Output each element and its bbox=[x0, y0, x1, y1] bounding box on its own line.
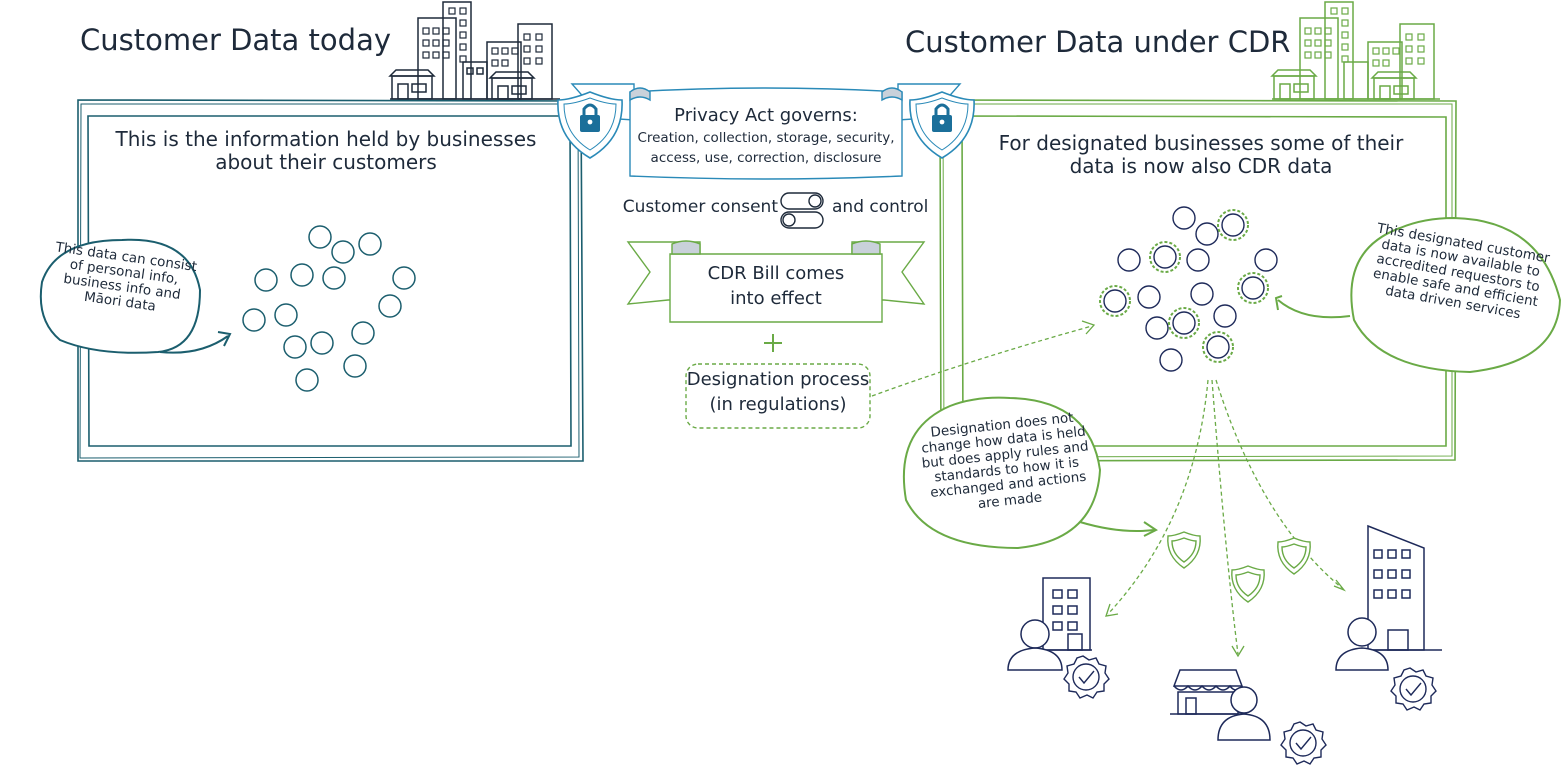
plus-icon bbox=[764, 334, 782, 352]
cdr-bill-ribbon bbox=[626, 240, 926, 323]
bill-line-2: into effect bbox=[730, 288, 822, 309]
left-bubble-arrow bbox=[159, 331, 232, 354]
right-heading: Customer Data under CDR bbox=[905, 25, 1291, 59]
bottom-bubble-arrow bbox=[1079, 521, 1158, 537]
lock-shield-icon bbox=[909, 91, 975, 159]
right-speech-bubble bbox=[1350, 216, 1562, 374]
designation-box bbox=[685, 363, 871, 429]
left-speech-bubble bbox=[39, 238, 202, 354]
bottom-speech-bubble bbox=[902, 396, 1102, 550]
accredited-requestor-office-icon bbox=[1007, 577, 1092, 671]
privacy-line-1: Creation, collection, storage, security, bbox=[637, 130, 895, 146]
verified-badge-icon bbox=[1280, 721, 1327, 765]
exchange-flow-arrows bbox=[1107, 379, 1343, 655]
small-shield-icon bbox=[1167, 531, 1201, 569]
verified-badge-icon bbox=[1063, 655, 1110, 699]
cdr-data-circles bbox=[1117, 206, 1278, 372]
designated-data-circles bbox=[1103, 213, 1265, 359]
left-city-icon bbox=[388, 1, 560, 100]
left-panel-text: This is the information held by business… bbox=[115, 127, 537, 174]
left-heading: Customer Data today bbox=[80, 23, 391, 57]
right-bubble-arrow bbox=[1274, 295, 1351, 319]
accredited-requestor-shop-icon bbox=[1170, 669, 1271, 741]
right-panel-frame bbox=[939, 99, 1457, 462]
designation-line-2: (in regulations) bbox=[709, 394, 847, 415]
privacy-line-2: access, use, correction, disclosure bbox=[650, 150, 882, 166]
bottom-bubble-text: Designation does not change how data is … bbox=[920, 409, 1090, 512]
accredited-requestor-tower-icon bbox=[1335, 524, 1442, 671]
designated-data-rings bbox=[1099, 209, 1269, 363]
small-shield-icon bbox=[1277, 537, 1311, 575]
right-city-icon bbox=[1270, 1, 1440, 100]
small-shield-icon bbox=[1231, 565, 1265, 603]
verified-badge-icon bbox=[1390, 667, 1437, 711]
exchange-arrowheads bbox=[1105, 579, 1347, 658]
designation-line-1: Designation process bbox=[686, 369, 870, 390]
lock-shield-icon bbox=[557, 91, 623, 159]
right-panel-text: For designated businesses some of their … bbox=[998, 131, 1404, 178]
privacy-title: Privacy Act governs: bbox=[674, 105, 858, 126]
consent-label: Customer consent bbox=[622, 197, 778, 217]
designation-arrow bbox=[871, 320, 1096, 397]
control-label: and control bbox=[832, 197, 929, 217]
consent-toggle-icon bbox=[780, 192, 824, 229]
customer-data-circles bbox=[242, 225, 416, 392]
bill-line-1: CDR Bill comes bbox=[707, 263, 845, 284]
